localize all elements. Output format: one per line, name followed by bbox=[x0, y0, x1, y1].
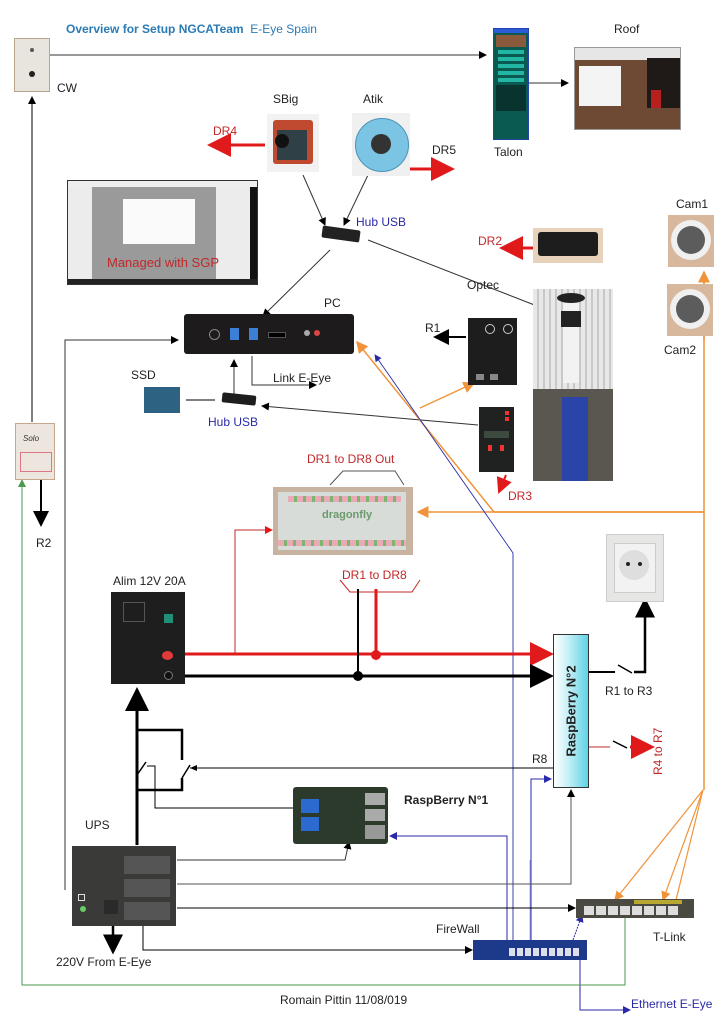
link-eeye-label: Link E-Eye bbox=[273, 371, 332, 385]
wall-outlet bbox=[606, 534, 664, 602]
cam2-dome bbox=[667, 284, 713, 336]
dr3-label: DR3 bbox=[508, 489, 533, 503]
power-supply bbox=[111, 592, 185, 684]
r8-label: R8 bbox=[532, 752, 548, 766]
wire-fw-tlink bbox=[572, 914, 584, 941]
raspberry-2: RaspBerry N°2 bbox=[553, 634, 589, 788]
wire-ups-rasp1 bbox=[177, 841, 352, 861]
dragonfly-brand: dragonfly bbox=[322, 509, 373, 521]
alim-label: Alim 12V 20A bbox=[113, 574, 186, 588]
wire-rasp1-switch bbox=[147, 765, 293, 809]
footer-author: Romain Pittin 11/08/019 bbox=[280, 993, 408, 1007]
ups-input-label: 220V From E-Eye bbox=[56, 955, 152, 969]
focuser-controller bbox=[479, 407, 514, 472]
talon-label: Talon bbox=[494, 145, 523, 159]
hub-usb-bottom-label: Hub USB bbox=[208, 415, 259, 429]
cam2-label: Cam2 bbox=[664, 343, 697, 357]
r4-r7-label: R4 to R7 bbox=[651, 727, 665, 775]
wire-pc-link bbox=[251, 356, 317, 389]
sgp-caption: Managed with SGP bbox=[107, 255, 220, 270]
bracket-dr-in bbox=[339, 579, 421, 593]
ssd-drive bbox=[144, 387, 180, 413]
bracket-dr-out bbox=[329, 470, 405, 486]
wire-green-loop bbox=[18, 479, 626, 986]
r1-label: R1 bbox=[425, 321, 441, 335]
sbig-camera bbox=[267, 114, 319, 172]
switch-loop-top bbox=[137, 728, 184, 760]
ssd-label: SSD bbox=[131, 368, 156, 382]
wire-outlet bbox=[634, 597, 655, 674]
optec-label: Optec bbox=[467, 278, 500, 292]
roof-label: Roof bbox=[614, 22, 640, 36]
wire-ups-pc bbox=[64, 336, 179, 890]
sbig-label: SBig bbox=[273, 92, 299, 106]
atik-label: Atik bbox=[363, 92, 384, 106]
switch-r1r3 bbox=[617, 664, 633, 674]
r1-r3-label: R1 to R3 bbox=[605, 684, 653, 698]
wire-sbig-hub bbox=[302, 174, 326, 226]
junction-black bbox=[353, 671, 363, 681]
raspberry-1-label: RaspBerry N°1 bbox=[404, 793, 489, 807]
cam1-label: Cam1 bbox=[676, 197, 709, 211]
wire-eth-control bbox=[419, 381, 476, 409]
diagram-title: Overview for Setup NGCATeam E-Eye Spain bbox=[66, 22, 317, 36]
wire-hub-pc bbox=[262, 249, 331, 317]
tlink-label: T-Link bbox=[653, 930, 686, 944]
aag-solo-device: Solo bbox=[15, 423, 55, 480]
sgp-screenshot bbox=[67, 180, 258, 285]
wire-ups-fw bbox=[142, 920, 473, 954]
firewall-device bbox=[473, 940, 587, 960]
switch-r4r7 bbox=[612, 740, 628, 749]
wire-atik-hub bbox=[343, 174, 369, 226]
wire-dragonfly-feed bbox=[234, 526, 273, 655]
wire-fw-rasp2 bbox=[530, 775, 552, 940]
raspberry-2-label: RaspBerry N°2 bbox=[563, 665, 579, 757]
wire-focuser-hub2 bbox=[261, 402, 479, 426]
title-main: Overview for Setup NGCATeam bbox=[66, 22, 244, 36]
dr2-label: DR2 bbox=[478, 234, 503, 248]
title-site: E-Eye Spain bbox=[250, 22, 317, 36]
pc-box bbox=[184, 314, 354, 354]
dr-in-label: DR1 to DR8 bbox=[342, 568, 407, 582]
wire-fw-ethernet bbox=[579, 950, 631, 1014]
dr-out-label: DR1 to DR8 Out bbox=[307, 452, 395, 466]
cam1-dome bbox=[668, 215, 714, 267]
ups-label: UPS bbox=[85, 818, 110, 832]
r2-label: R2 bbox=[36, 536, 52, 550]
switch-loop-bottom bbox=[137, 778, 184, 792]
cw-label: CW bbox=[57, 81, 77, 95]
raspberry-1-board bbox=[293, 787, 388, 844]
wire-dr3 bbox=[496, 474, 512, 494]
roof-photo bbox=[574, 47, 681, 130]
cloudwatcher-device bbox=[14, 38, 50, 92]
switch-a bbox=[136, 761, 147, 776]
wire-fw-rasp1 bbox=[389, 832, 508, 940]
wire-eth-tlink-1 bbox=[614, 789, 704, 901]
ups-unit bbox=[72, 846, 176, 926]
wire-eth-tlink-3 bbox=[675, 789, 704, 901]
dr4-label: DR4 bbox=[213, 124, 238, 138]
switch-b bbox=[181, 764, 191, 779]
hub-usb-top-label: Hub USB bbox=[356, 215, 407, 229]
atik-camera bbox=[352, 113, 410, 176]
dr2-device bbox=[533, 228, 603, 263]
dr5-label: DR5 bbox=[432, 143, 457, 157]
wire-ups-rasp2 bbox=[177, 789, 575, 885]
wire-fw-pc bbox=[374, 354, 514, 940]
wire-hub-optec bbox=[367, 239, 556, 315]
firewall-label: FireWall bbox=[436, 922, 480, 936]
pc-label: PC bbox=[324, 296, 341, 310]
tlink-switch bbox=[576, 899, 694, 918]
wire-eth-tlink-2 bbox=[661, 789, 704, 902]
telescope-photo bbox=[533, 289, 613, 481]
junction-red bbox=[371, 650, 381, 660]
ethernet-eeye-label: Ethernet E-Eye bbox=[631, 997, 713, 1011]
controller-box bbox=[468, 318, 517, 385]
talon-app-window[interactable] bbox=[493, 28, 529, 140]
dragonfly-board: dragonfly bbox=[273, 487, 413, 555]
